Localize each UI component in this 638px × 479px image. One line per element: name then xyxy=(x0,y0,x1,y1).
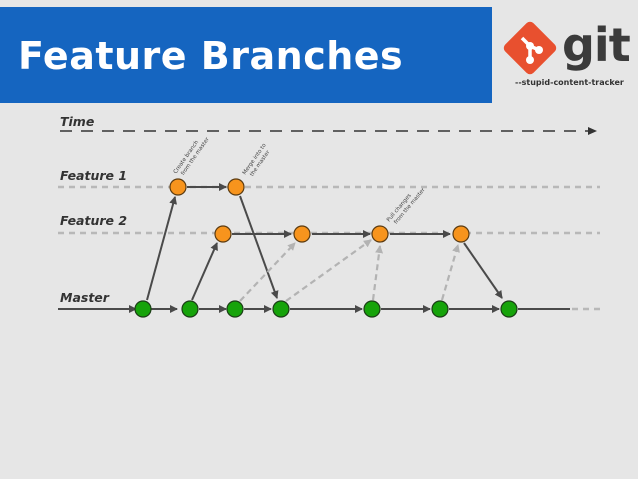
merge-feature2-arrow xyxy=(463,242,503,299)
feature2-commit-2 xyxy=(293,225,311,243)
git-diamond-icon xyxy=(503,21,557,75)
annotation-create-branch: Create branch from the master xyxy=(173,136,211,177)
master-commit-7 xyxy=(500,300,518,318)
master-commit-6 xyxy=(431,300,449,318)
lane-label-time: Time xyxy=(60,114,94,129)
feature2-commit-1 xyxy=(214,225,232,243)
annotation-pull-changes: Pull changes from the master xyxy=(386,187,427,226)
git-logo-word: git xyxy=(562,18,631,72)
pull-arrow-1 xyxy=(239,242,296,302)
master-commit-4 xyxy=(272,300,290,318)
pull-arrow-2 xyxy=(285,239,372,302)
page-title: Feature Branches xyxy=(18,34,404,78)
feature1-commit-1 xyxy=(169,178,187,196)
master-commit-2 xyxy=(181,300,199,318)
master-commit-3 xyxy=(226,300,244,318)
master-commit-5 xyxy=(363,300,381,318)
time-axis-arrowhead xyxy=(588,127,597,135)
lane-label-feature2: Feature 2 xyxy=(60,213,127,228)
feature1-commit-2 xyxy=(227,178,245,196)
lane-label-master: Master xyxy=(60,290,110,305)
lane-label-feature1: Feature 1 xyxy=(60,168,127,183)
master-commit-1 xyxy=(134,300,152,318)
create-feature2-arrow xyxy=(191,242,218,301)
header-band xyxy=(0,7,492,103)
feature2-commit-3 xyxy=(371,225,389,243)
pull-arrow-4 xyxy=(440,244,460,301)
git-logo-tagline: --stupid-content-tracker xyxy=(515,78,624,87)
merge-feature1-arrow xyxy=(239,195,279,299)
create-branch-arrow xyxy=(146,196,178,301)
git-logo: git --stupid-content-tracker xyxy=(500,18,631,98)
annotation-merge: Merge into to the master xyxy=(242,142,272,178)
feature2-commit-4 xyxy=(452,225,470,243)
pull-arrow-3 xyxy=(371,245,384,301)
